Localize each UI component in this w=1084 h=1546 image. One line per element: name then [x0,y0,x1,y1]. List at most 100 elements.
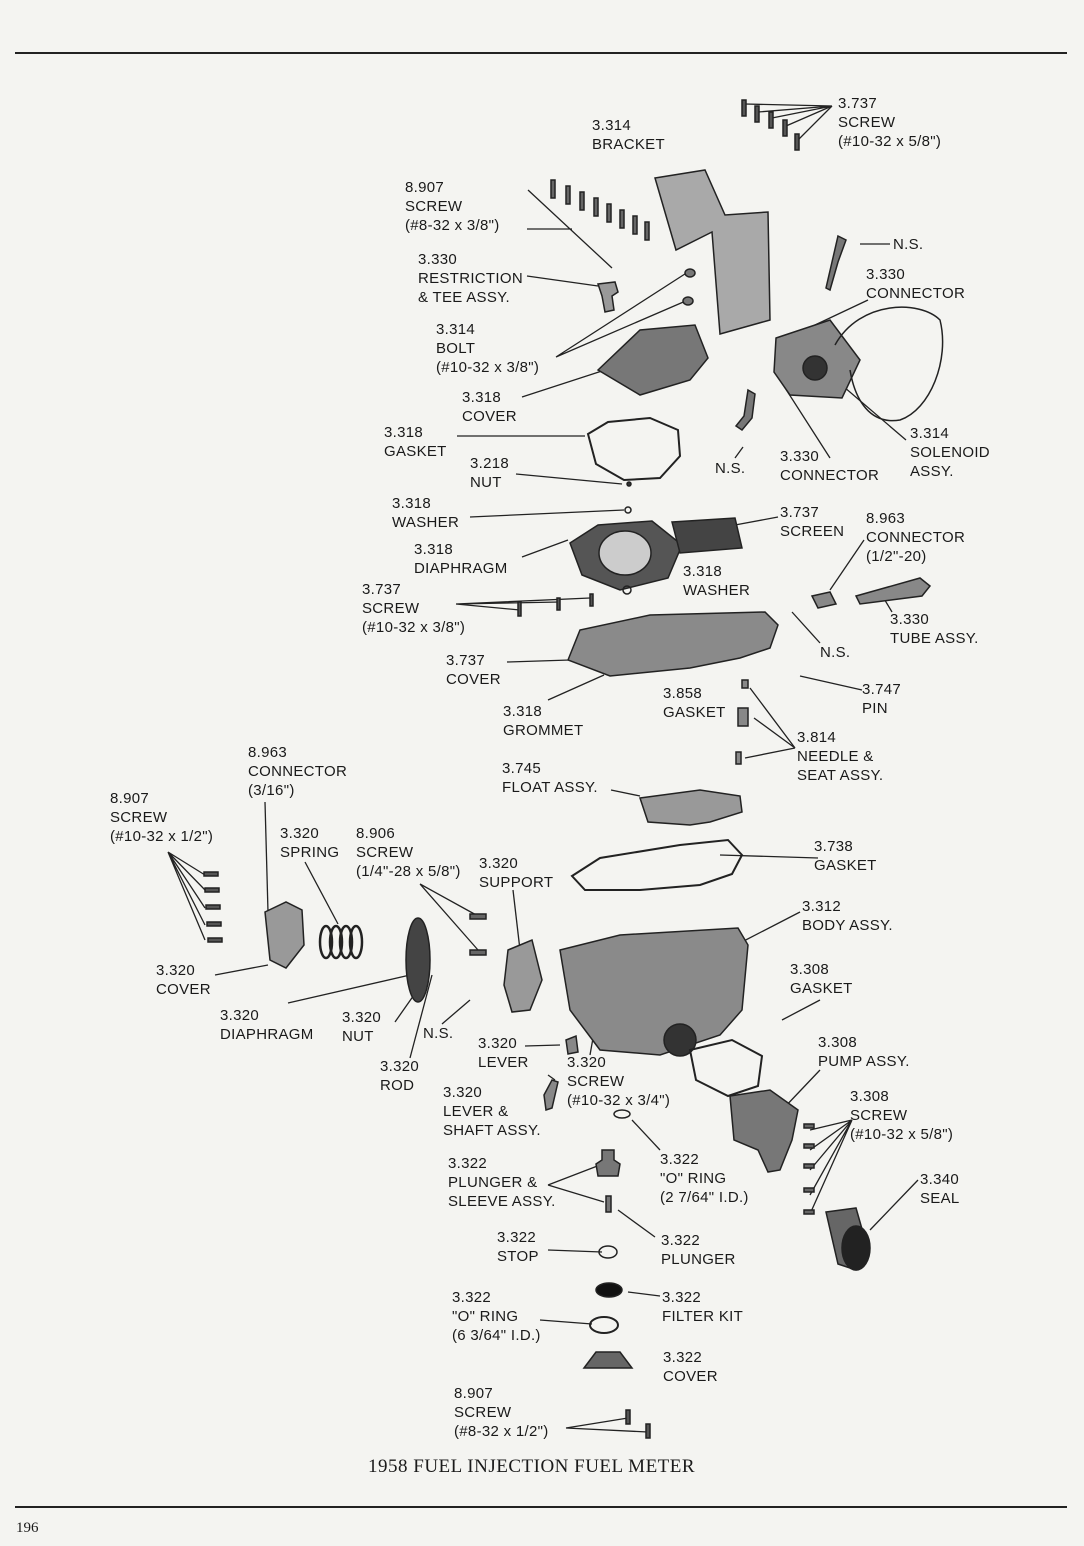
callout-line: 8.906 [356,825,396,842]
gasket-3738-icon [570,838,744,891]
callout-line: & TEE ASSY. [418,289,510,306]
callout-line: STOP [497,1248,539,1265]
callout-line: N.S. [893,236,924,253]
leader-line [512,889,521,951]
leader-line [167,851,206,941]
callout-line: 3.330 [418,251,458,268]
callout-line: NUT [342,1028,374,1045]
callout-line: (#8-32 x 1/2") [454,1423,549,1440]
leader-line [214,964,269,976]
callout-line: PIN [862,700,888,717]
callout-line: GASKET [814,857,877,874]
callout-line: (#10-32 x 5/8") [850,1126,954,1143]
callout-line: 3.738 [814,838,854,855]
leader-line [419,883,479,951]
callout-line: (#10-32 x 5/8") [838,133,942,150]
leader-line [264,801,269,913]
callout-line: BRACKET [592,136,665,153]
callout-line: CONNECTOR [866,285,966,302]
callout-line: FLOAT ASSY. [502,779,598,796]
bottom-rule [15,1506,1067,1508]
tube-icon [854,577,932,605]
callout-line: PUMP ASSY. [818,1053,910,1070]
callout-ns-3: N.S. [820,643,850,662]
leader-line [627,1291,661,1297]
callout-line: 3.318 [462,389,502,406]
callout-line: 3.320 [156,962,196,979]
callout-line: 3.858 [663,685,703,702]
leader-line [565,1417,649,1433]
callout-line: (#10-32 x 3/4") [567,1092,671,1109]
callout-line: (1/2"-20) [866,548,927,565]
callout-line: 3.322 [497,1229,537,1246]
leader-line [719,854,819,859]
solenoid-wire-icon [834,306,944,422]
leader-line [555,271,689,358]
callout-line: SEAL [920,1190,960,1207]
top-rule [15,52,1067,54]
leader-line [617,1209,656,1238]
callout-line: LEVER & [443,1103,509,1120]
callout-line: RESTRICTION [418,270,523,287]
gasket-3318-icon [586,416,682,482]
cover-3320-icon [264,901,305,969]
callout-line: 3.318 [392,495,432,512]
bolt-icon [684,268,696,278]
callout-line: 3.330 [780,448,820,465]
callout-line: BODY ASSY. [802,917,893,934]
callout-line: PLUNGER [661,1251,736,1268]
cover-3737-icon [567,611,779,677]
callout-line: 3.322 [660,1151,700,1168]
callout-line: 3.318 [414,541,454,558]
screws-8907-top-icon [550,179,650,241]
leader-line [781,999,821,1021]
leader-line [506,659,571,663]
leader-line [829,539,865,591]
callout-line: CONNECTOR [866,529,966,546]
screws-8907-left-icon [203,871,223,943]
callout-line: 8.907 [454,1385,494,1402]
callout-line: GASKET [663,704,726,721]
callout-line: SPRING [280,844,340,861]
leader-line [744,103,833,141]
callout-line: SUPPORT [479,874,554,891]
callout-line: SEAT ASSY. [797,767,884,784]
callout-line: 3.308 [790,961,830,978]
callout-line: COVER [462,408,517,425]
callout-line: 8.963 [866,510,906,527]
bolt-icon [682,296,694,306]
screen-icon [671,517,743,554]
callout-line: 3.314 [592,117,632,134]
leader-line [631,1119,661,1151]
callout-line: 3.318 [683,563,723,580]
callout-line: SCREW [110,809,168,826]
callout-line: (3/16") [248,782,295,799]
callout-line: N.S. [820,644,851,661]
callout-line: NUT [470,474,502,491]
screws-8907-bottom-icon [625,1409,651,1439]
callout-line: 3.308 [850,1088,890,1105]
callout-line: 3.340 [920,1171,960,1188]
leader-line [547,1074,556,1081]
